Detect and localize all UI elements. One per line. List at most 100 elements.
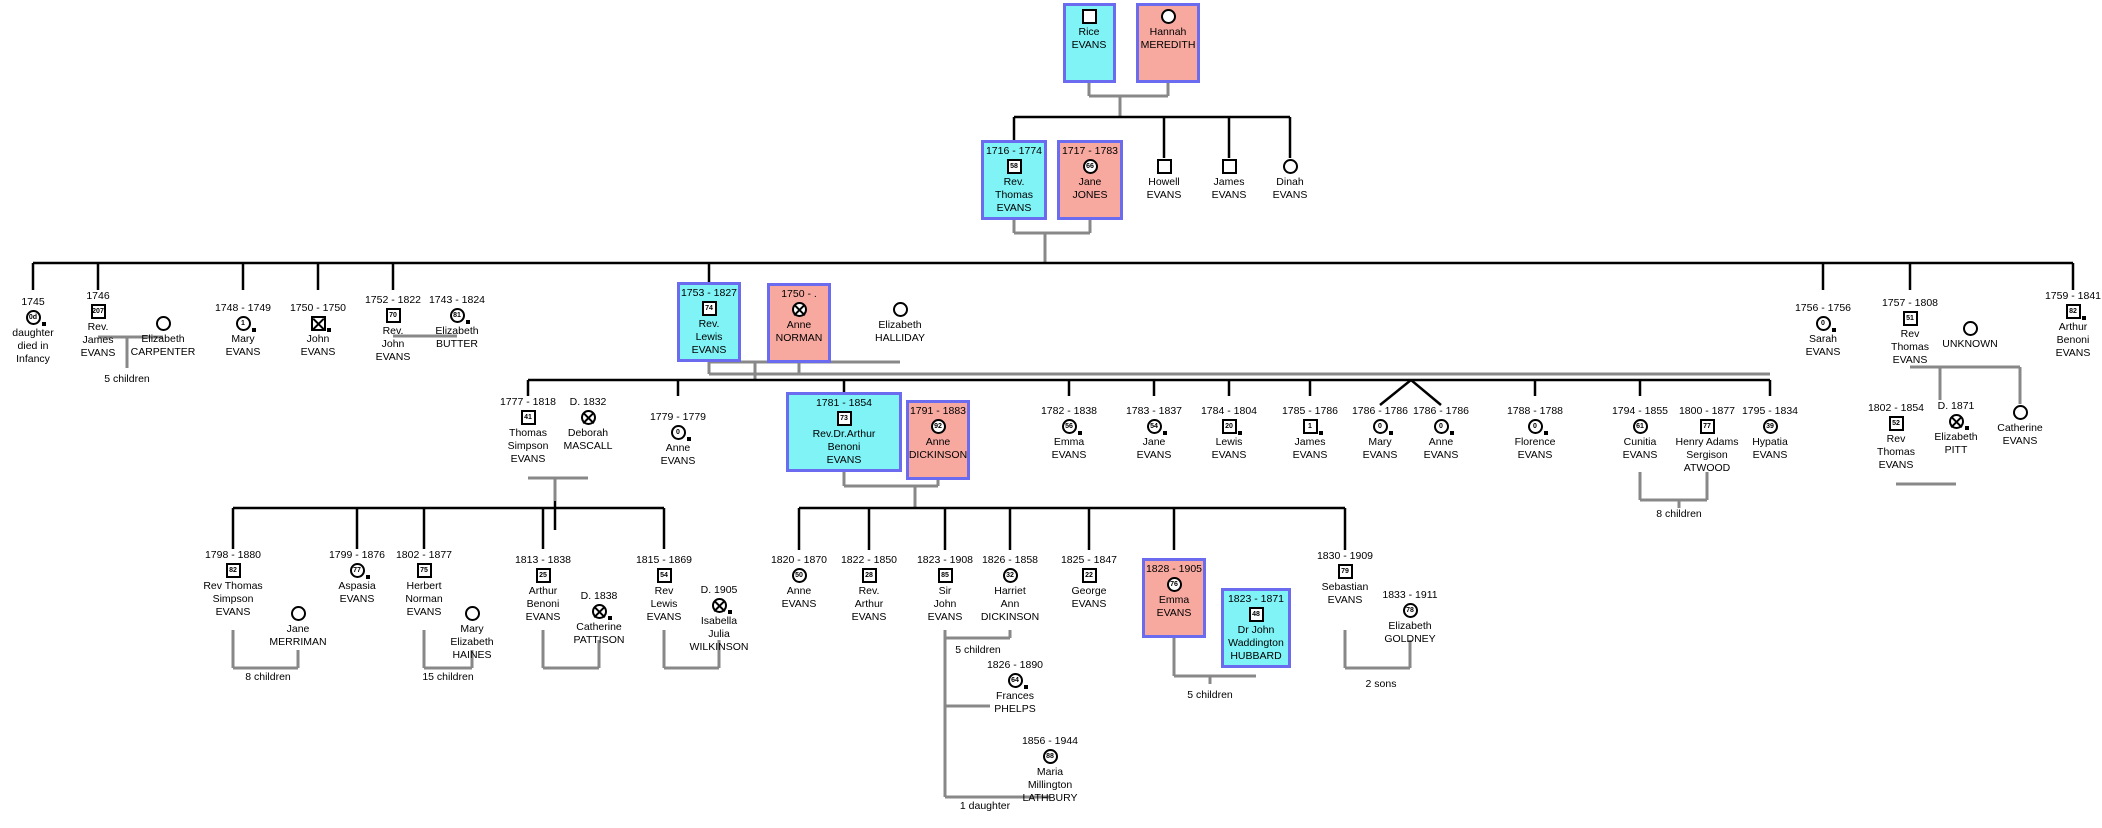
- deceased-marker-icon: [326, 328, 331, 332]
- male-square-icon: [310, 316, 331, 332]
- male-square-icon: 73: [836, 411, 852, 426]
- surname: EVANS: [660, 455, 696, 467]
- female-circle-icon: [155, 316, 171, 331]
- person-dates: 1752 - 1822: [364, 294, 422, 306]
- surname: EVANS: [996, 202, 1032, 214]
- surname: DICKINSON: [980, 611, 1040, 623]
- surname: HAINES: [452, 649, 492, 661]
- surname: EVANS: [300, 346, 336, 358]
- deceased-marker-icon: [1831, 328, 1836, 332]
- given-name-line: Mary: [460, 623, 484, 635]
- male-square-icon: 1: [1302, 419, 1323, 435]
- age-badge: 78: [1406, 607, 1414, 614]
- female-circle-icon: 81: [449, 308, 470, 324]
- deceased-marker-icon: [465, 320, 470, 324]
- person-dates: 1784 - 1804: [1200, 405, 1258, 417]
- person-dates: 1828 - 1905: [1145, 563, 1203, 575]
- surname: GOLDNEY: [1384, 633, 1436, 645]
- given-name-line: Dinah: [1276, 176, 1304, 188]
- deceased-marker-icon: [1964, 426, 1969, 430]
- female-circle-icon: [892, 302, 908, 317]
- person-dates: D. 1832: [569, 396, 607, 408]
- surname: EVANS: [1156, 607, 1192, 619]
- given-name-line: Rev.: [1003, 176, 1025, 188]
- given-name-line: Florence: [1514, 436, 1556, 448]
- surname: EVANS: [851, 611, 887, 623]
- male-square-icon: 82: [225, 563, 241, 578]
- given-name-line: James: [1213, 176, 1245, 188]
- person-unknown[interactable]: UNKNOWN: [1925, 320, 2015, 351]
- age-badge: 66: [1086, 163, 1094, 170]
- given-name-line: John: [306, 333, 330, 345]
- deceased-marker-icon: [1023, 685, 1028, 689]
- given-name-line: Mary: [231, 333, 255, 345]
- female-circle-icon: 0: [1372, 419, 1393, 435]
- surname: EVANS: [1362, 449, 1398, 461]
- surname: EVANS: [1211, 189, 1247, 201]
- female-circle-icon: [2012, 405, 2028, 420]
- male-square-icon: 41: [520, 410, 536, 425]
- male-square-icon: 82: [2065, 304, 2086, 320]
- given-name-line: Anne: [925, 436, 951, 448]
